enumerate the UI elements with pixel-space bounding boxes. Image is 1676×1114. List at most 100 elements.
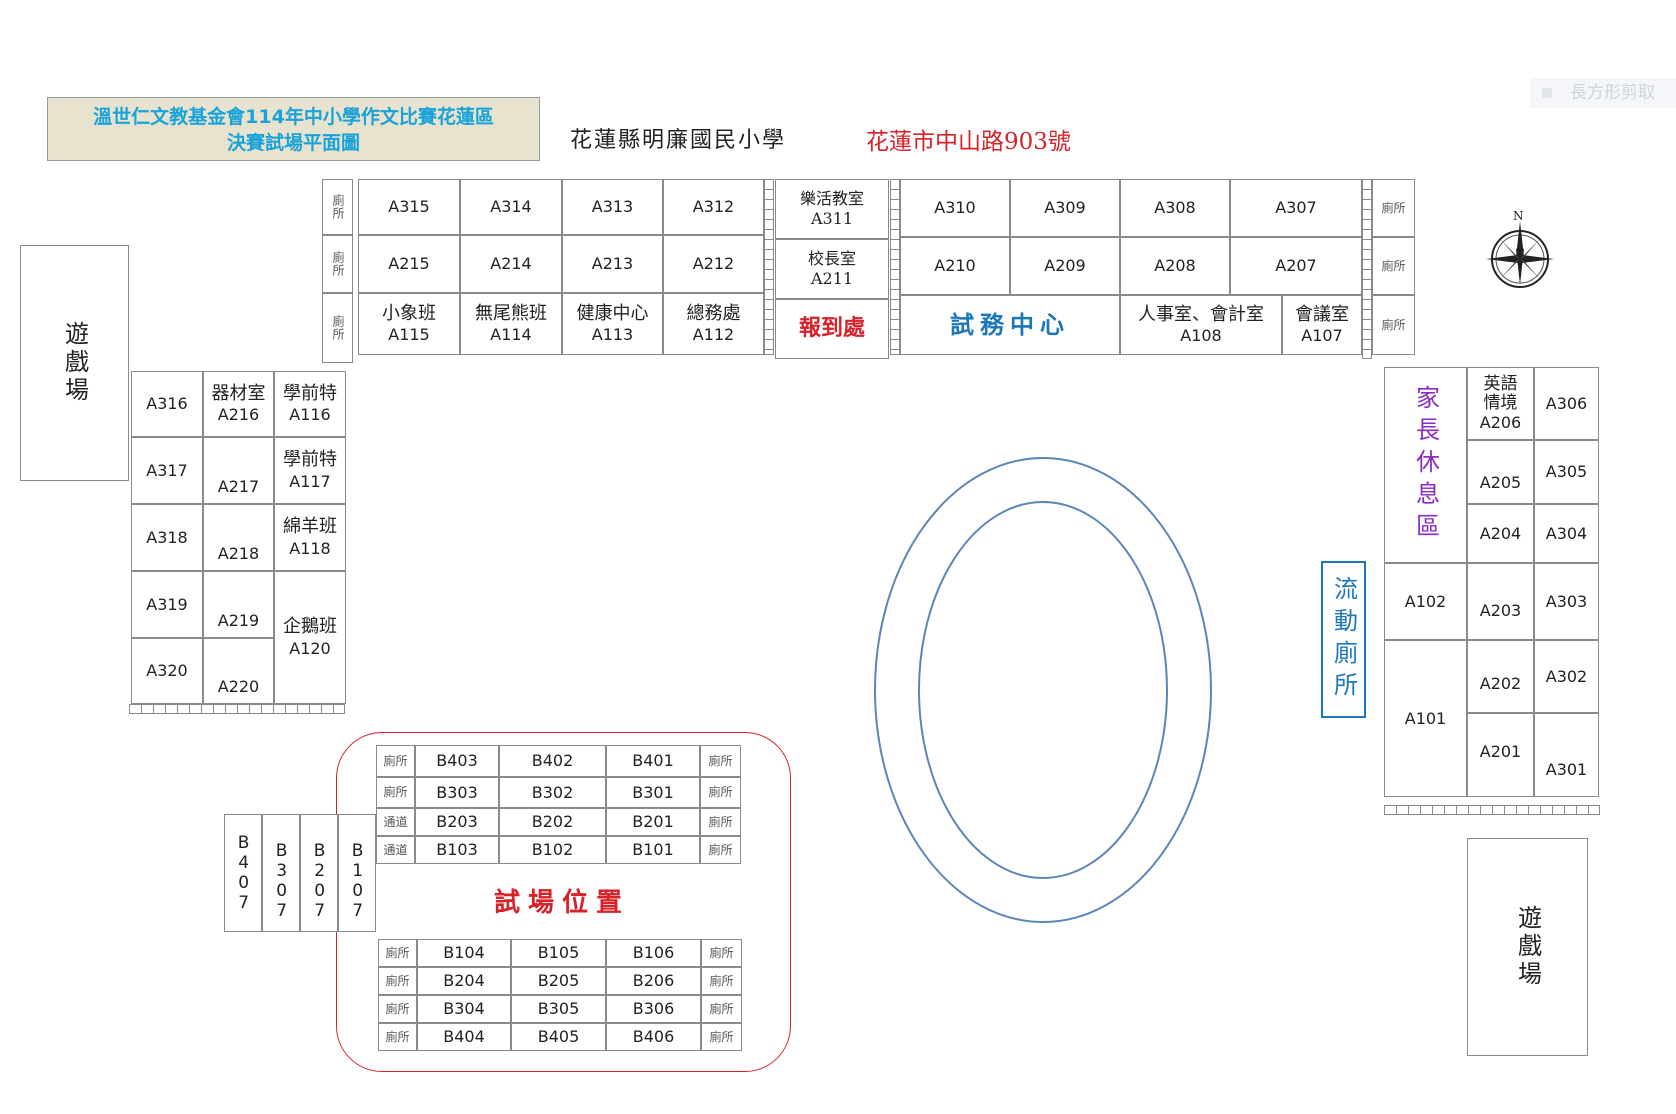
room-code: A101 [1404, 708, 1447, 728]
room-code: B202 [531, 812, 574, 831]
b-side-left: 廁所 [376, 745, 415, 777]
exam-center-label: 試務中心 [950, 311, 1070, 339]
room: A207 [1230, 237, 1362, 295]
room: A308 [1120, 179, 1230, 237]
b-side-left: 廁所 [378, 995, 417, 1023]
side-label: 廁所 [708, 753, 733, 768]
room: A210 [900, 237, 1010, 295]
room-code: A316 [146, 394, 188, 413]
room-code: A315 [388, 197, 430, 216]
parent-lounge: 家長休息區 [1384, 367, 1467, 563]
room-code: B303 [436, 782, 478, 802]
room: B207 [300, 814, 338, 932]
toilet-label: 廁所 [1381, 200, 1406, 215]
b-side-left: 廁所 [376, 777, 415, 808]
compass-north-label: N [1513, 209, 1524, 223]
school-name: 花蓮縣明廉國民小學 [570, 128, 787, 153]
room-code: B305 [537, 999, 580, 1018]
side-label: 廁所 [383, 753, 408, 768]
room-code: A202 [1479, 674, 1522, 693]
room: B401 [606, 745, 700, 777]
room: B205 [511, 967, 606, 995]
room-name: 校長室 [807, 249, 856, 268]
title-line1: 溫世仁文教基金會114年中小學作文比賽花蓮區 [93, 106, 494, 128]
staircase [890, 179, 900, 355]
room-code: B104 [443, 943, 485, 962]
room: A303 [1534, 563, 1599, 640]
side-label: 廁所 [709, 1029, 734, 1044]
room-name: 學前特 [283, 449, 337, 471]
room: B406 [606, 1023, 701, 1051]
room-code: A215 [388, 254, 430, 273]
room: A307 [1230, 179, 1362, 237]
staircase [129, 704, 345, 714]
b-side-right: 廁所 [701, 967, 742, 995]
room-code: A115 [388, 325, 430, 345]
room: A317 [131, 437, 203, 504]
room-code: A204 [1479, 523, 1522, 543]
room: A310 [900, 179, 1010, 237]
room-name: 學前特 [283, 382, 337, 404]
b-side-right: 廁所 [700, 836, 741, 864]
room: A316 [131, 371, 203, 437]
side-label: 廁所 [708, 785, 733, 799]
compass-icon: N [1486, 209, 1554, 288]
room-code: A214 [490, 254, 532, 273]
room-code: A319 [146, 594, 188, 614]
running-track [874, 457, 1212, 923]
room: B407 [224, 814, 262, 932]
ghost-label-text: 長方形剪取 [1570, 83, 1655, 103]
room-name: 健康中心 [576, 302, 649, 324]
room-code: B103 [436, 840, 478, 859]
room-code: B404 [443, 1027, 485, 1046]
room-code: B304 [443, 999, 485, 1018]
b-side-right: 廁所 [700, 808, 741, 836]
room: A202 [1467, 640, 1534, 713]
room-name: 會議室 [1295, 303, 1349, 325]
room-code: A306 [1545, 393, 1588, 413]
ghost-square-icon [1542, 88, 1552, 98]
b-side-right: 廁所 [701, 995, 742, 1023]
room: A203 [1467, 563, 1534, 640]
room-code: A206 [1479, 412, 1522, 432]
room: B304 [417, 995, 511, 1023]
room-code: A208 [1154, 256, 1196, 275]
room: A312 [663, 179, 764, 235]
room: A215 [358, 235, 460, 293]
room-code: A313 [591, 197, 634, 216]
room-code: A213 [591, 254, 634, 273]
exam-location-label: 試場位置 [494, 888, 631, 918]
room-code: B205 [537, 971, 580, 990]
room: B307 [262, 814, 300, 932]
room: A101 [1384, 640, 1467, 797]
room-code: A216 [217, 405, 260, 425]
room-name: 器材室 [211, 382, 266, 404]
room-code: A120 [289, 638, 331, 658]
room: A219 [203, 571, 274, 638]
playground-label: 遊戲場 [60, 321, 89, 405]
room-code: A304 [1545, 523, 1588, 543]
room: A204 [1467, 504, 1534, 563]
room: A301 [1534, 713, 1599, 797]
room-code: A212 [692, 254, 735, 273]
room: B204 [417, 967, 511, 995]
playground-west: 遊戲場 [20, 245, 129, 481]
room: A320 [131, 638, 203, 704]
room-code: A318 [146, 527, 188, 547]
b-side-left: 通道 [376, 836, 415, 864]
room-code: B407 [233, 833, 254, 913]
mobile-toilet-label: 流動廁所 [1329, 575, 1358, 704]
room: B303 [415, 777, 499, 808]
title-box: 溫世仁文教基金會114年中小學作文比賽花蓮區 決賽試場平面圖 [47, 97, 540, 161]
room-code: B105 [537, 943, 580, 962]
side-label: 廁所 [385, 945, 410, 960]
room-code: A203 [1479, 601, 1522, 620]
room-code: A310 [934, 198, 976, 217]
